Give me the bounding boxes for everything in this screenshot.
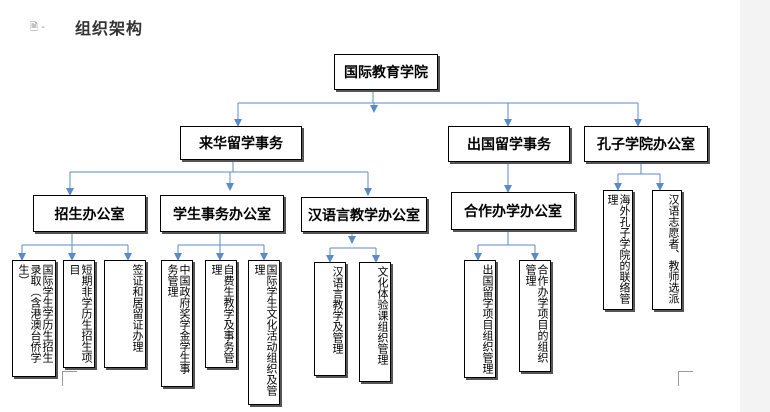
right-margin-band: [740, 0, 770, 412]
node-office-xuesheng: 学生事务办公室: [160, 195, 284, 232]
duty-hezuo-study-abroad: 出国留学项目组织管理: [464, 260, 496, 378]
duty-zhaosheng-short-term: 短期非学历生招生项目: [63, 260, 95, 368]
duty-xuesheng-activities: 国际学生文化活动组织及管理: [248, 260, 280, 405]
node-office-zhaosheng: 招生办公室: [33, 195, 146, 232]
node-office-hezuo: 合作办学办公室: [451, 192, 575, 230]
duty-xuesheng-self-funded: 自费生教学及事务管理: [205, 260, 237, 368]
duty-hanyu-teaching: 汉语言教学及管理: [314, 262, 346, 376]
duty-kongzi-volunteers: 汉语志愿者、教师选派: [652, 190, 682, 310]
duty-kongzi-liaison: 海外孔子学院的联络管理: [603, 190, 633, 310]
node-root: 国际教育学院: [334, 54, 438, 90]
duty-xuesheng-scholarship: 中国政府奖学金学生事务管理: [161, 260, 193, 387]
node-office-hanyu: 汉语言教学办公室: [301, 197, 427, 232]
duty-hanyu-culture: 文化体验课组织管理: [359, 262, 391, 382]
page-corner-mark-left: [62, 371, 77, 386]
duty-zhaosheng-visa: 签证和居留证办理: [104, 260, 146, 368]
page-title: 组织架构: [75, 19, 144, 38]
duty-hezuo-joint-program: 合作办学项目的组织管理: [519, 260, 551, 372]
document-icon[interactable]: 🗎 -: [30, 22, 45, 33]
page-corner-mark-right: [678, 371, 693, 386]
duty-zhaosheng-admission: 国际学生学历生招生录取（含港澳台侨学生）: [12, 260, 56, 377]
node-branch-laihua: 来华留学事务: [180, 126, 302, 160]
node-branch-chuguo: 出国留学事务: [448, 126, 570, 162]
node-branch-kongzi: 孔子学院办公室: [584, 126, 708, 162]
